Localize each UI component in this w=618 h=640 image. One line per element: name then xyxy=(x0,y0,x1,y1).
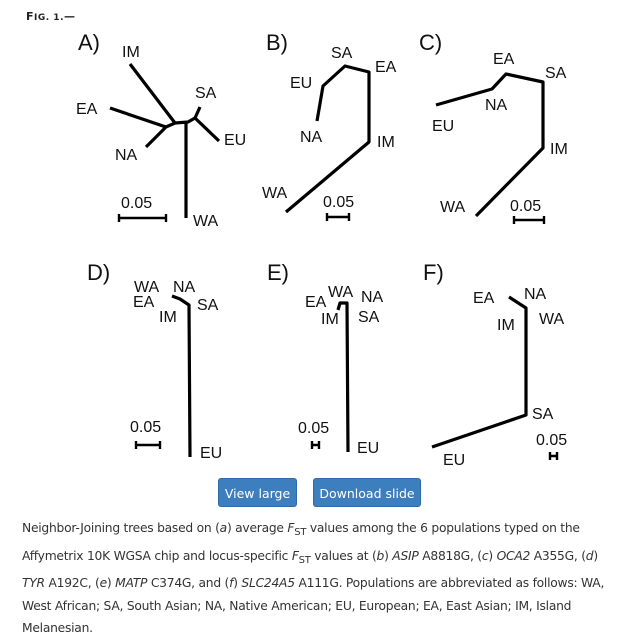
panel-c: C) EA SA NA EU IM WA 0.05 xyxy=(419,30,568,224)
taxon-label: NA xyxy=(173,279,196,296)
taxon-label: WA xyxy=(193,213,219,230)
taxon-label: WA xyxy=(440,199,466,216)
download-slide-button[interactable]: Download slide xyxy=(313,478,421,507)
tree-branch xyxy=(336,301,350,453)
panel-label: B) xyxy=(266,30,288,55)
tree-branch xyxy=(435,72,545,218)
taxon-label: SA xyxy=(532,406,554,423)
panel-e: E) WA EA NA IM SA EU 0.05 xyxy=(267,260,384,457)
taxon-label: WA xyxy=(328,284,354,301)
panel-b: B) SA EA EU NA IM WA 0.05 xyxy=(262,30,397,221)
taxon-label: EA xyxy=(305,294,327,311)
taxon-label: IM xyxy=(321,311,339,328)
taxon-label: SA xyxy=(358,309,380,326)
taxon-label: EA xyxy=(133,294,155,311)
panel-label: A) xyxy=(78,30,100,55)
figure-caption: Neighbor-Joining trees based on (a) aver… xyxy=(22,521,605,635)
taxon-label: NA xyxy=(115,147,138,164)
scale-label: 0.05 xyxy=(298,420,329,437)
scale-label: 0.05 xyxy=(536,432,567,449)
taxon-label: EA xyxy=(375,59,397,76)
tree-branch xyxy=(109,63,221,218)
figure-label: FIG. 1.— xyxy=(26,10,76,23)
taxon-label: IM xyxy=(497,317,515,334)
taxon-label: EU xyxy=(357,440,379,457)
taxon-label: SA xyxy=(197,297,219,314)
scale-label: 0.05 xyxy=(323,194,354,211)
taxon-label: NA xyxy=(361,289,384,306)
panel-label: F) xyxy=(423,260,444,285)
panel-a: A) IM EA NA SA EU WA 0.05 xyxy=(76,30,246,230)
taxon-label: EA xyxy=(493,51,515,68)
taxon-label: IM xyxy=(122,44,140,61)
taxon-label: SA xyxy=(545,65,567,82)
taxon-label: NA xyxy=(300,129,323,146)
taxon-label: EU xyxy=(200,445,222,462)
taxon-label: EU xyxy=(290,75,312,92)
panel-label: C) xyxy=(419,30,442,55)
panel-label: D) xyxy=(87,260,110,285)
taxon-label: EA xyxy=(473,290,495,307)
taxon-label: SA xyxy=(331,45,353,62)
taxon-label: NA xyxy=(485,97,508,114)
tree-branch xyxy=(171,294,192,458)
panel-label: E) xyxy=(267,260,289,285)
scale-bar xyxy=(310,441,321,449)
tree-branch xyxy=(284,64,371,214)
view-large-button[interactable]: View large xyxy=(218,478,297,507)
scale-bar xyxy=(325,213,351,221)
taxon-label: WA xyxy=(262,185,288,202)
scale-label: 0.05 xyxy=(121,195,152,212)
tree-branch xyxy=(431,295,528,449)
taxon-label: IM xyxy=(159,309,177,326)
taxon-label: WA xyxy=(134,279,160,296)
taxon-label: SA xyxy=(195,85,217,102)
scale-label: 0.05 xyxy=(130,419,161,436)
scale-bar xyxy=(548,452,559,460)
scale-bar xyxy=(512,216,546,224)
taxon-label: IM xyxy=(377,134,395,151)
taxon-label: IM xyxy=(550,141,568,158)
scale-bar xyxy=(134,441,162,449)
panel-d: D) WA NA EA IM SA EU 0.05 xyxy=(87,260,222,462)
taxon-label: EU xyxy=(224,132,246,149)
scale-bar xyxy=(117,214,168,222)
taxon-label: EA xyxy=(76,101,98,118)
figure-trees: A) IM EA NA SA EU WA 0.05 B) SA EA EU NA… xyxy=(76,30,568,469)
panel-f: F) EA NA IM WA SA EU 0.05 xyxy=(423,260,567,469)
taxon-label: NA xyxy=(524,286,547,303)
taxon-label: WA xyxy=(539,311,565,328)
taxon-label: EU xyxy=(443,452,465,469)
scale-label: 0.05 xyxy=(510,198,541,215)
taxon-label: EU xyxy=(432,118,454,135)
